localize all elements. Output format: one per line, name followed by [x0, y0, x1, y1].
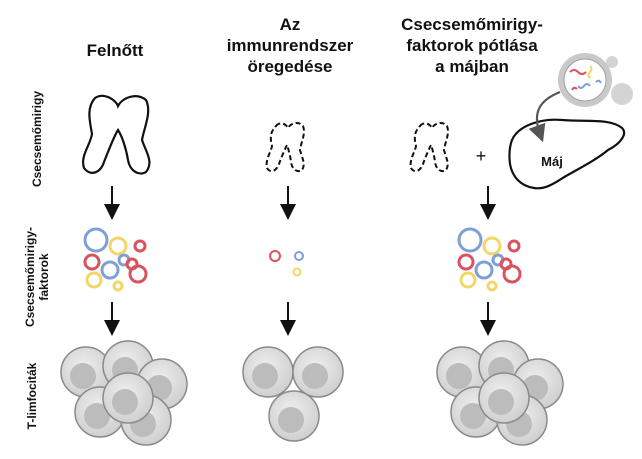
factor-circle: [292, 267, 302, 277]
tcell-cluster-adult: [60, 340, 188, 446]
factor-circle: [112, 280, 124, 292]
factor-circle: [128, 264, 148, 284]
factor-circle: [457, 227, 483, 253]
factor-circle: [294, 251, 304, 261]
factor-circle: [502, 264, 522, 284]
factor-cluster-replacement: [457, 227, 522, 292]
liver-outline: [508, 118, 626, 190]
factor-circle: [474, 260, 494, 280]
factor-circle: [108, 236, 128, 256]
factor-circle: [486, 280, 498, 292]
factor-circle: [482, 236, 502, 256]
vial-icon: [558, 53, 633, 107]
factor-cluster-aging: [269, 250, 304, 277]
column-title-replacement: Csecsemőmirigy- faktorok pótlása a májba…: [401, 15, 543, 76]
factor-circle: [85, 271, 103, 289]
factor-circle: [457, 253, 475, 271]
factor-circle: [133, 239, 147, 253]
liver-label: Máj: [541, 154, 563, 169]
column-title-adult: Felnőtt: [86, 41, 144, 60]
factor-circle: [100, 260, 120, 280]
column-title-aging: Az immunrendszer öregedése: [226, 15, 354, 76]
factor-circle: [459, 271, 477, 289]
thymus-aging-dashed-outline: [265, 121, 305, 173]
factor-circle: [83, 253, 101, 271]
factor-circle: [269, 250, 281, 262]
injection-arrow: [528, 90, 561, 143]
tcell-cluster-replacement: [436, 340, 564, 446]
plus-sign: +: [476, 146, 487, 166]
thymus-adult-outline: [82, 94, 151, 175]
factor-cluster-adult: [83, 227, 148, 292]
tcell-cluster-aging: [242, 346, 344, 442]
factor-circle: [507, 239, 521, 253]
factor-circle: [83, 227, 109, 253]
thymus-replacement-dashed-outline: [409, 121, 449, 173]
